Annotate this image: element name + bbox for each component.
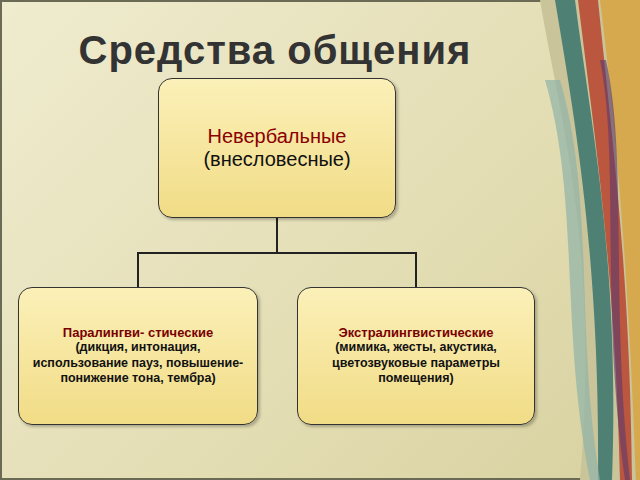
node-heading: Невербальные [208,125,347,148]
root-box: Невербальные(внесловесные) [158,78,396,218]
category-box: Экстралингвистические(мимика, жесты, аку… [297,287,535,425]
node-body: (внесловесные) [203,148,350,171]
slide-title: Средства общения [20,28,530,73]
tree-connector [277,218,416,287]
node-body: (дикция, интонация, использование пауз, … [29,340,247,387]
node-body: (мимика, жесты, акустика, цветозвуковые … [308,340,524,387]
fabric-stripe [545,80,600,480]
fabric-band [540,0,640,480]
fabric-stripe [600,60,630,480]
category-box: Паралингви- стические(дикция, интонация,… [18,287,258,425]
tree-connector [138,218,277,287]
fabric-stripe [600,0,640,480]
node-heading: Паралингви- стические [63,325,213,340]
node-heading: Экстралингвистические [338,325,493,340]
